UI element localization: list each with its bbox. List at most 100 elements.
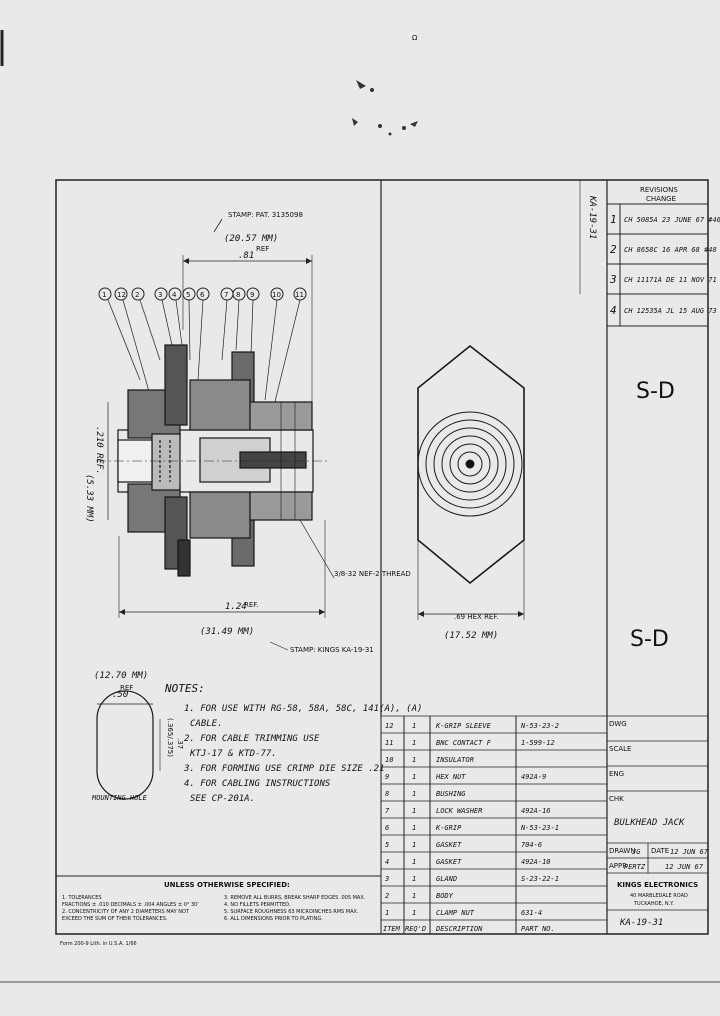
- title-block: DWG SCALE ENG CHK BULKHEAD JACK DRAWN JG…: [607, 715, 709, 928]
- note-line: 4. FOR CABLING INSTRUCTIONS: [184, 779, 331, 789]
- balloon-label: 2: [135, 291, 139, 299]
- parts-qty: 1: [412, 909, 416, 917]
- revision-num: 4: [610, 304, 617, 317]
- balloon-label: 7: [224, 291, 228, 299]
- note-line: CABLE.: [190, 719, 223, 729]
- parts-description: BUSHING: [436, 790, 466, 798]
- revisions-change-header: CHANGE: [646, 195, 676, 203]
- revision-text: CH 12535A JL 15 AUG 73: [624, 307, 717, 315]
- balloon-label: 4: [172, 291, 177, 299]
- sd-mark-upper: S-D: [636, 379, 675, 404]
- balloon-label: 5: [186, 291, 190, 299]
- parts-item-number: 9: [385, 773, 389, 781]
- stamp-kings-label: STAMP: KINGS KA-19-31: [290, 646, 374, 654]
- parts-description: GLAND: [436, 875, 457, 883]
- parts-qty: 1: [412, 892, 416, 900]
- revision-text: CH 11171A DE 11 NOV 71: [624, 276, 717, 284]
- drawing-number: KA-19-31: [619, 918, 663, 928]
- note-line: 1. FOR USE WITH RG-58, 58A, 58C, 141(A),…: [184, 704, 422, 714]
- parts-description: HEX NUT: [435, 773, 466, 781]
- dim-20-57: (20.57 MM): [224, 234, 278, 244]
- dim-ref-top: REF: [256, 245, 269, 253]
- drawn-label: DRAWN: [609, 847, 636, 855]
- side-label: DWG: [609, 720, 627, 728]
- parts-item-number: 11: [385, 739, 393, 747]
- side-label: CHK: [609, 795, 624, 803]
- dim-17-52: (17.52 MM): [444, 631, 498, 641]
- drawn-date: 12 JUN 67: [670, 848, 709, 856]
- company-name: KINGS ELECTRONICS: [617, 881, 698, 889]
- side-label: ENG: [609, 770, 624, 778]
- notes-title: NOTES:: [164, 682, 205, 695]
- note-line: 2. FOR CABLE TRIMMING USE: [184, 734, 320, 744]
- tolerance-block: UNLESS OTHERWISE SPECIFIED: 1. TOLERANCE…: [56, 875, 381, 922]
- scan-specks: [352, 80, 418, 136]
- connector-section-view: STAMP: PAT. 3135098 (20.57 MM) REF .81 1…: [84, 211, 411, 654]
- revision-side-mark: KA-19-31: [587, 195, 597, 239]
- parts-part-number: 492A-9: [521, 773, 546, 781]
- parts-part-number: 492A-16: [521, 807, 551, 815]
- tolerance-line: 4. NO FILLETS PERMITTED.: [224, 902, 291, 908]
- tolerance-title: UNLESS OTHERWISE SPECIFIED:: [164, 881, 290, 889]
- form-print-line: Form 200-9 Lith. in U.S.A. 1/66: [60, 941, 137, 947]
- company-address-1: 40 MARBLEDALE ROAD: [630, 893, 688, 899]
- mounting-hole-view: (12.70 MM) REF .50 (.365/.375) .37 MOUNT…: [91, 671, 184, 802]
- balloon-label: 11: [295, 291, 304, 299]
- thread-callout: 3/8-32 NEF-2 THREAD: [334, 570, 411, 578]
- balloon-label: 9: [250, 291, 254, 299]
- parts-part-number: 1-599-12: [521, 739, 555, 747]
- revision-num: 3: [609, 273, 617, 286]
- balloon-label: 12: [117, 291, 126, 299]
- item-balloons: 1 12 2 3 4 5 6 7 8 9 10 11: [98, 287, 307, 301]
- side-label: SCALE: [609, 745, 631, 753]
- parts-part-number: N-53-23-1: [520, 824, 559, 832]
- drawn-by: JG: [631, 848, 641, 856]
- parts-description: INSULATOR: [436, 756, 474, 764]
- tolerance-line: EXCEED THE SUM OF THEIR TOLERANCES.: [62, 916, 168, 922]
- balloon-label: 10: [272, 291, 281, 299]
- balloon-label: 1: [102, 291, 106, 299]
- parts-description: BODY: [436, 892, 454, 900]
- note-line: 3. FOR FORMING USE CRIMP DIE SIZE .21: [183, 764, 384, 774]
- parts-qty: 1: [412, 756, 416, 764]
- parts-description: BNC CONTACT F: [436, 739, 492, 747]
- dim-1-24: 1.24: [225, 602, 247, 612]
- page-mark: Ω: [412, 34, 418, 42]
- parts-header-qty: REQ'D: [405, 925, 426, 933]
- balloon-label: 3: [158, 291, 162, 299]
- tolerance-line: 3. REMOVE ALL BURRS, BREAK SHARP EDGES .…: [224, 895, 366, 901]
- parts-qty: 1: [412, 841, 416, 849]
- parts-item-number: 3: [384, 875, 389, 883]
- parts-qty: 1: [412, 722, 416, 730]
- parts-item-number: 10: [385, 756, 393, 764]
- parts-item-number: 12: [385, 722, 393, 730]
- tolerance-line: 2. CONCENTRICITY OF ANY 2 DIAMETERS MAY …: [62, 909, 190, 915]
- company-address-2: TUCKAHOE, N.Y.: [633, 901, 674, 907]
- parts-qty: 1: [412, 875, 416, 883]
- balloon-label: 8: [236, 291, 240, 299]
- dim-ref-bottom: REF.: [244, 601, 258, 609]
- parts-description: CLAMP NUT: [436, 909, 475, 917]
- dim-ref-small: REF: [120, 684, 133, 692]
- parts-item-number: 8: [385, 790, 389, 798]
- parts-qty: 1: [412, 807, 416, 815]
- revision-num: 1: [610, 213, 617, 226]
- part-name: BULKHEAD JACK: [614, 818, 685, 828]
- tolerance-line: 5. SURFACE ROUGHNESS 63 MICROINCHES RMS …: [224, 909, 359, 915]
- parts-description: K-GRIP SLEEVE: [435, 722, 492, 730]
- parts-description: K-GRIP: [435, 824, 462, 832]
- tolerance-line: 1. TOLERANCES: [62, 895, 102, 901]
- stamp-pat-label: STAMP: PAT. 3135098: [228, 211, 303, 219]
- dim-31-49: (31.49 MM): [200, 627, 254, 637]
- parts-qty: 1: [412, 790, 416, 798]
- revision-text: CH 5085A 23 JUNE 67 #46: [624, 216, 720, 224]
- tolerance-line: FRACTIONS ± .010 DECIMALS ± .004 ANGLES …: [62, 902, 199, 908]
- approved-date: 12 JUN 67: [665, 863, 704, 871]
- parts-item-number: 4: [385, 858, 389, 866]
- parts-part-number: S-23-22-1: [521, 875, 559, 883]
- approved-label: APPR: [609, 862, 627, 870]
- parts-item-number: 7: [385, 807, 390, 815]
